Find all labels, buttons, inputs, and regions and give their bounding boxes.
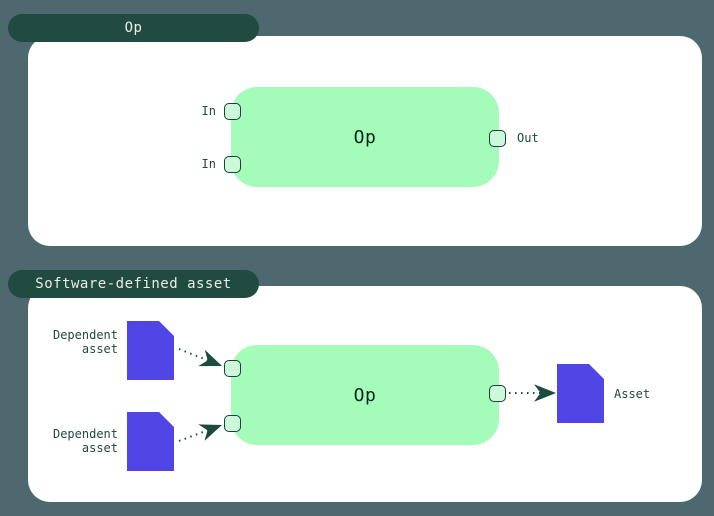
input-label: In	[201, 104, 216, 118]
op-input-handle	[224, 415, 241, 432]
dependent-asset-icon	[127, 412, 174, 471]
dependent-asset-icon	[127, 321, 174, 380]
dependent-asset-label: Dependent asset	[52, 328, 118, 356]
op-output-handle	[489, 130, 506, 147]
sda-figure-title-pill: Software-defined asset	[8, 270, 259, 298]
op-node: Op	[231, 87, 499, 187]
op-node-label: Op	[353, 126, 377, 148]
op-input-handle	[224, 103, 241, 120]
op-node-label: Op	[353, 384, 377, 406]
output-label: Out	[517, 131, 539, 145]
op-figure-title-pill: Op	[8, 14, 259, 42]
op-input-handle	[224, 360, 241, 377]
op-output-handle	[489, 385, 506, 402]
input-label: In	[201, 157, 216, 171]
asset-icon	[557, 364, 604, 423]
dependent-asset-label: Dependent asset	[52, 427, 118, 455]
op-input-handle	[224, 156, 241, 173]
op-node: Op	[231, 345, 499, 445]
op-figure-title: Op	[124, 20, 143, 36]
sda-figure-title: Software-defined asset	[35, 276, 232, 292]
asset-label: Asset	[614, 387, 651, 401]
